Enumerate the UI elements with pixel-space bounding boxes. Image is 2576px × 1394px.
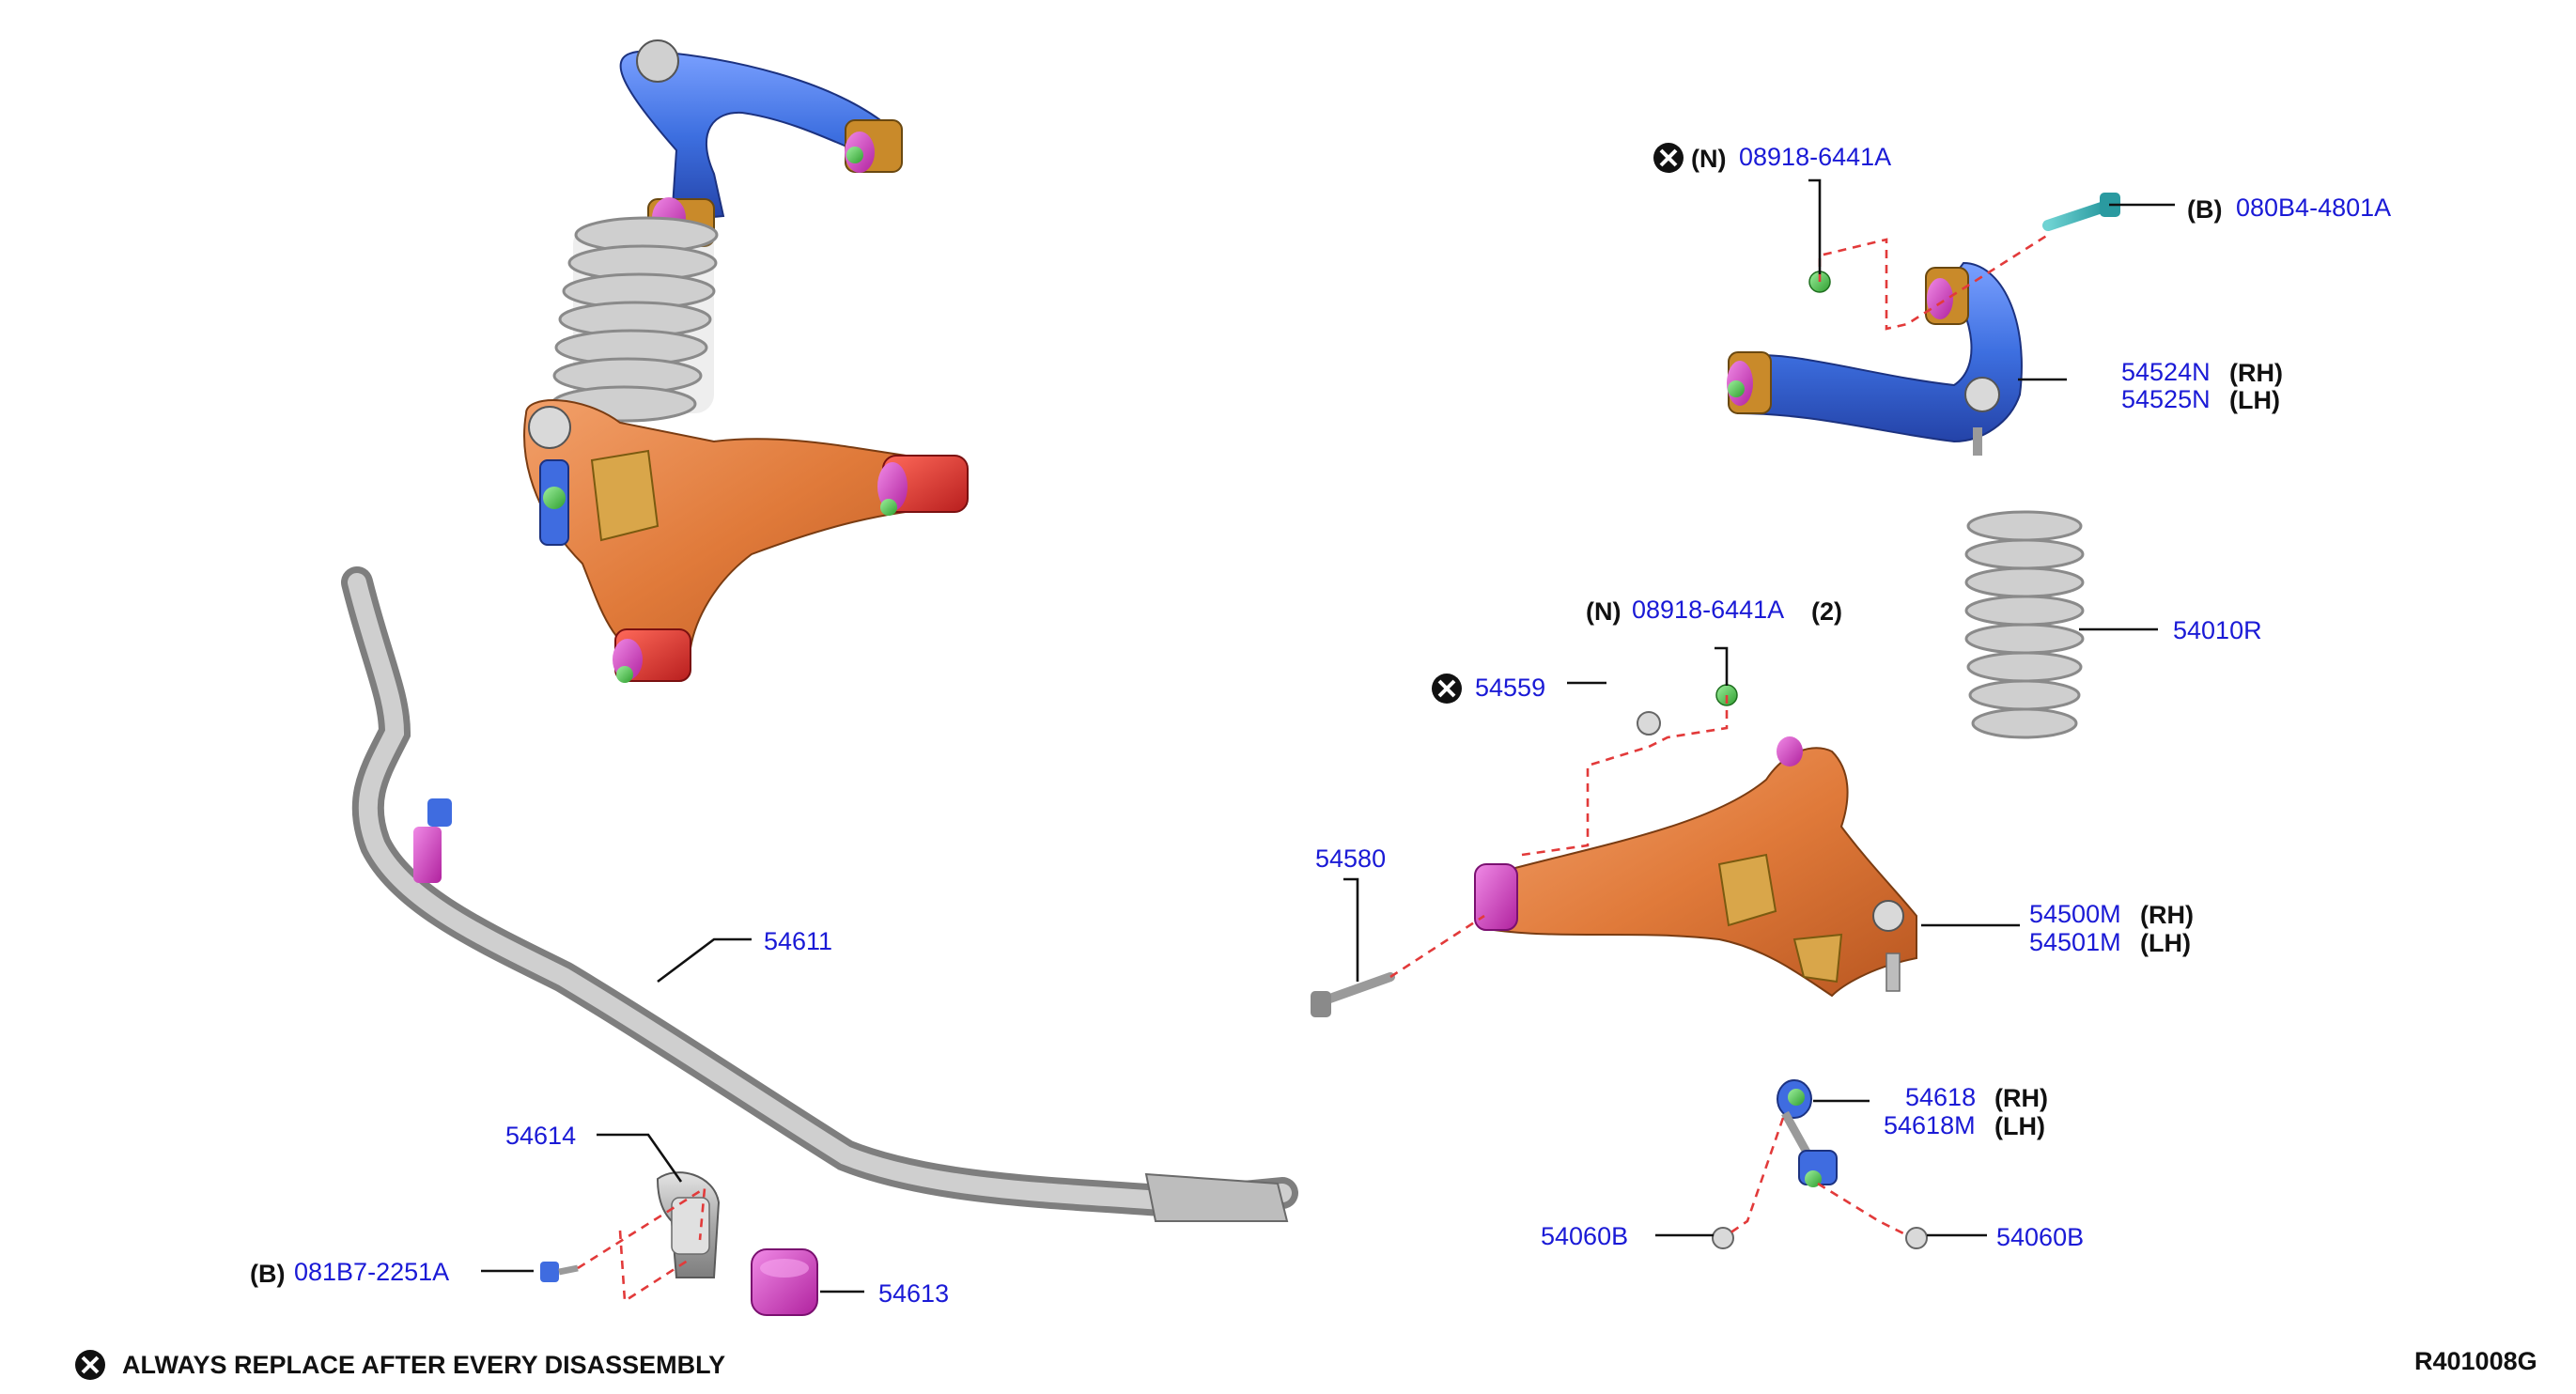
callout-bushing-part[interactable]: 54613 (878, 1279, 949, 1308)
stabilizer-bar-illustration (341, 566, 1298, 1222)
assembly-dashed-lines (577, 233, 2049, 1304)
callout-bracket-part[interactable]: 54614 (505, 1122, 576, 1150)
bushing-illustration (751, 1248, 818, 1316)
callout-link-lh-tag: (LH) (1994, 1112, 2045, 1140)
coil-spring-illustration (1964, 510, 2085, 739)
upper-arm-illustration (1727, 261, 2023, 456)
callout-lower-arm-lh-tag: (LH) (2140, 929, 2191, 957)
callout-bracket-bolt-prefix: (B) (250, 1260, 285, 1288)
callout-link-lh-part[interactable]: 54618M (1884, 1111, 1976, 1139)
callout-nut-lower-prefix: (N) (1586, 597, 1621, 626)
lower-bolt-illustration (1311, 972, 1395, 1017)
callout-bolt-upper-part[interactable]: 080B4-4801A (2236, 194, 2391, 222)
callout-link-nut-left-part[interactable]: 54060B (1541, 1222, 1628, 1250)
callout-bracket-bolt-part[interactable]: 081B7-2251A (294, 1258, 449, 1286)
diagram-code: R401008G (2414, 1347, 2537, 1375)
replace-always-icon (1432, 674, 1462, 704)
callout-spring-part[interactable]: 54010R (2173, 616, 2262, 644)
replace-always-icon (1653, 143, 1684, 173)
callout-upper-arm-rh-part[interactable]: 54524N (2121, 358, 2211, 386)
callout-link-rh-tag: (RH) (1994, 1084, 2048, 1112)
assembled-upper-arm (619, 39, 903, 247)
bracket-illustration (656, 1171, 721, 1278)
callout-upper-arm-rh-tag: (RH) (2229, 359, 2283, 387)
callout-nut-upper-part[interactable]: 08918-6441A (1739, 143, 1891, 171)
callout-nut-lower-qty: (2) (1811, 597, 1842, 626)
stabilizer-link-illustration (1777, 1079, 1838, 1187)
callout-lower-bolt-part[interactable]: 54580 (1315, 844, 1386, 873)
link-nut-left-illustration (1712, 1227, 1734, 1249)
callout-lower-arm-rh-part[interactable]: 54500M (2029, 900, 2121, 928)
lower-arm-illustration (1474, 736, 1917, 998)
callout-stabilizer-part[interactable]: 54611 (764, 927, 832, 955)
assembled-coil-spring (551, 216, 719, 423)
callout-lower-arm-rh-tag: (RH) (2140, 901, 2194, 929)
assembled-suspension-illustration (341, 39, 1298, 1222)
leader-lines (481, 178, 2175, 1293)
callout-lower-arm-lh-part[interactable]: 54501M (2029, 928, 2121, 956)
callout-upper-arm-lh-tag: (LH) (2229, 386, 2280, 414)
assembled-lower-arm (523, 399, 969, 683)
callout-nut-lower-part[interactable]: 08918-6441A (1632, 596, 1784, 624)
callout-bolt-upper-prefix: (B) (2187, 195, 2222, 224)
callout-nut-upper-prefix: (N) (1691, 145, 1726, 173)
link-nut-right-illustration (1905, 1227, 1928, 1249)
upper-bolt-illustration (2042, 193, 2120, 231)
callout-link-rh-part[interactable]: 54618 (1905, 1083, 1976, 1111)
bracket-bolt-illustration (540, 1262, 579, 1282)
washer-illustration (1637, 711, 1661, 736)
legend-text: ALWAYS REPLACE AFTER EVERY DISASSEMBLY (122, 1351, 725, 1379)
callout-upper-arm-lh-part[interactable]: 54525N (2121, 385, 2211, 413)
callout-washer-part[interactable]: 54559 (1475, 674, 1545, 702)
replace-always-icon (75, 1350, 105, 1380)
callout-link-nut-right-part[interactable]: 54060B (1996, 1223, 2084, 1251)
